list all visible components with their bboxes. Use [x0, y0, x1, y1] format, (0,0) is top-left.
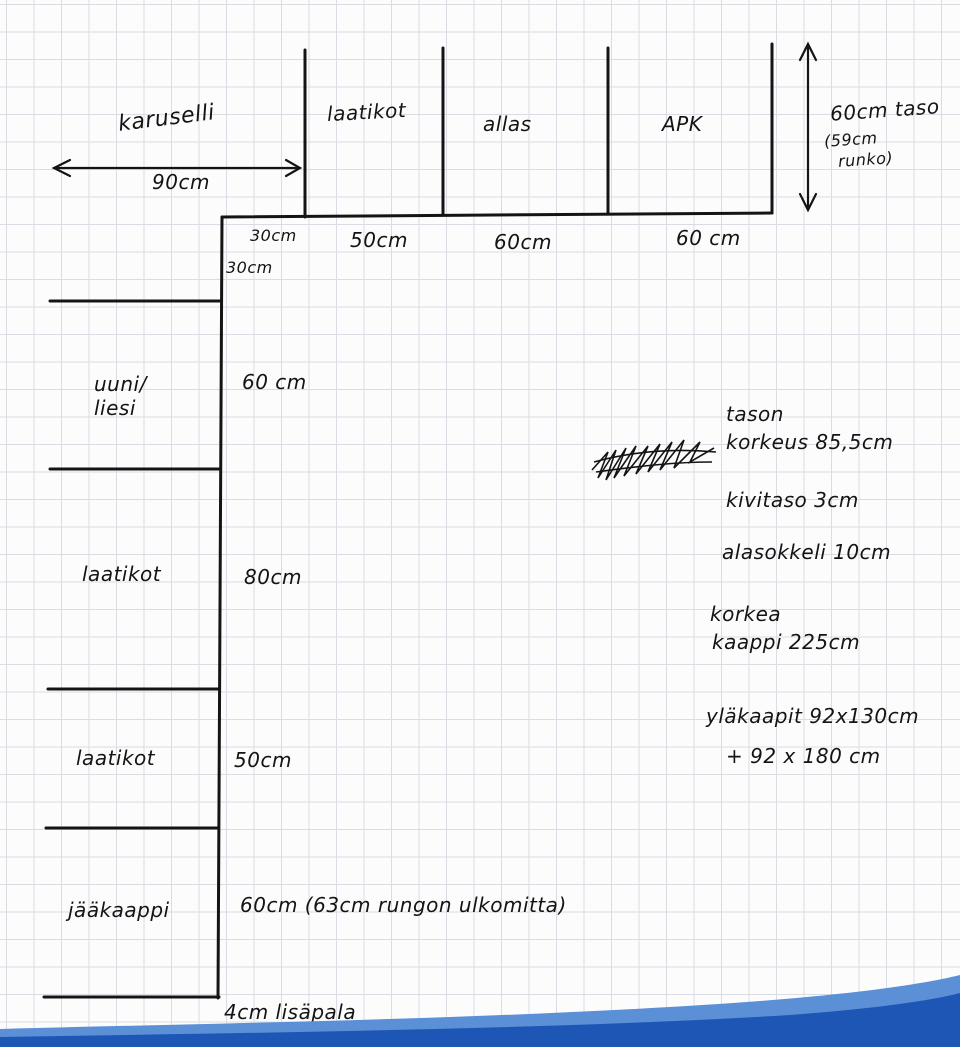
karuselli-width-label: 90cm	[152, 170, 210, 194]
note-korkea: korkea	[710, 602, 782, 626]
lisapala-label: 4cm lisäpala	[224, 1000, 357, 1024]
depth-note-2: runko)	[837, 148, 894, 171]
note-ylakaapit-1: yläkaapit 92x130cm	[706, 704, 920, 728]
allas-width-label: 60cm	[494, 230, 552, 254]
jaakaappi-label: jääkaappi	[68, 898, 170, 922]
apk-width-label: 60 cm	[676, 226, 741, 250]
left-laatikot-1-width-label: 80cm	[244, 565, 302, 589]
left-counter-front-line	[216, 215, 224, 1000]
note-ylakaapit-2: + 92 x 180 cm	[726, 744, 881, 768]
apk-label: APK	[662, 112, 703, 136]
allas-label: allas	[483, 112, 532, 136]
jaakaappi-width-label: 60cm (63cm rungon ulkomitta)	[240, 893, 567, 917]
paper-wave-decoration	[0, 975, 960, 1047]
note-tason: tason	[726, 402, 784, 426]
left-laatikot-1-label: laatikot	[82, 562, 162, 586]
note-kivitaso: kivitaso 3cm	[726, 488, 859, 512]
left-laatikot-2-width-label: 50cm	[234, 748, 292, 772]
top-laatikot-label: laatikot	[326, 97, 407, 127]
top-laatikot-width-label: 50cm	[350, 228, 408, 252]
note-alasokkeli: alasokkeli 10cm	[722, 540, 892, 564]
left-corner-width-label: 30cm	[226, 258, 273, 277]
top-counter-front-line	[220, 211, 774, 219]
uuni-width-label: 60 cm	[242, 370, 307, 394]
depth-note-1: (59cm	[823, 128, 879, 151]
note-kaappi: kaappi 225cm	[712, 630, 861, 654]
note-korkeus: korkeus 85,5cm	[726, 430, 894, 454]
uuni-label-line2: liesi	[94, 396, 136, 420]
scribbled-out-text	[591, 439, 717, 481]
top-corner-width-label: 30cm	[250, 226, 297, 245]
left-laatikot-2-label: laatikot	[76, 746, 156, 770]
uuni-label-line1: uuni/	[94, 372, 147, 396]
